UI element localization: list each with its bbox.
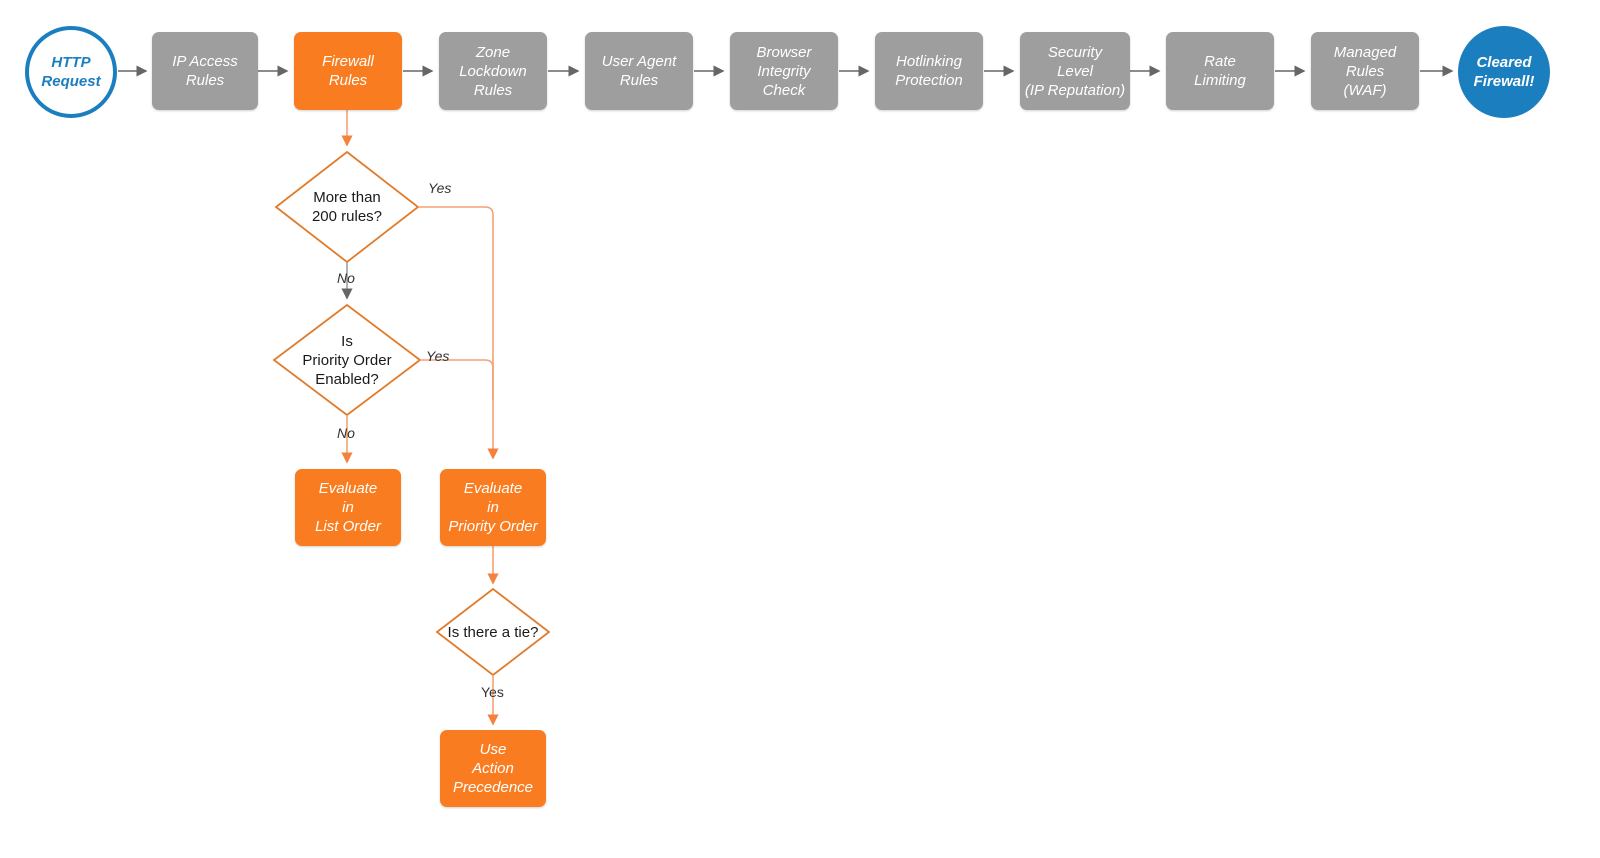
decision2-line-1: Is: [341, 332, 353, 350]
managed-rules-line-3: (WAF): [1343, 81, 1387, 99]
action-precedence-line-2: Action: [472, 760, 514, 777]
rate-limiting-line-1: Rate: [1204, 53, 1236, 70]
node-evaluate-in-list-order[interactable]: Evaluate in List Order: [295, 469, 401, 546]
edge-label-priority-order-no: No: [337, 425, 355, 441]
browser-integrity-line-3: Check: [762, 81, 806, 99]
security-level-line-2: Level: [1057, 62, 1093, 80]
decision-priority-order-enabled-shape: [272, 303, 422, 417]
decision2-line-3: Enabled?: [315, 370, 379, 388]
node-hotlinking-protection[interactable]: Hotlinking Protection: [875, 32, 983, 110]
http-request-line-2: Request: [41, 73, 101, 90]
hotlinking-line-2: Protection: [895, 72, 963, 89]
node-browser-integrity-check[interactable]: Browser Integrity Check: [730, 32, 838, 110]
decision-is-there-a-tie-label[interactable]: Is there a tie?: [430, 620, 556, 644]
ip-access-rules-line-2: Rules: [185, 72, 225, 89]
node-ip-access-rules[interactable]: IP Access Rules: [152, 32, 258, 110]
priority-order-line-3: Priority Order: [448, 518, 538, 535]
browser-integrity-line-1: Browser: [756, 43, 812, 61]
decision3-line-1: Is there a tie?: [447, 623, 539, 641]
decision-more-than-200-rules-label[interactable]: More than 200 rules?: [287, 182, 407, 232]
user-agent-line-1: User Agent: [601, 53, 677, 70]
node-use-action-precedence[interactable]: Use Action Precedence: [440, 730, 546, 807]
node-managed-rules-waf[interactable]: Managed Rules (WAF): [1311, 32, 1419, 110]
node-user-agent-rules[interactable]: User Agent Rules: [585, 32, 693, 110]
decision-is-there-a-tie-shape: [435, 587, 551, 677]
ip-access-rules-line-1: IP Access: [172, 53, 238, 70]
node-zone-lockdown-rules[interactable]: Zone Lockdown Rules: [439, 32, 547, 110]
decision-priority-order-enabled-label[interactable]: Is Priority Order Enabled?: [282, 326, 412, 394]
action-precedence-line-3: Precedence: [452, 779, 534, 796]
list-order-line-2: in: [342, 499, 354, 516]
zone-lockdown-line-1: Zone: [475, 43, 511, 61]
managed-rules-line-2: Rules: [1345, 62, 1385, 80]
edge-label-priority-order-yes: Yes: [426, 348, 450, 364]
rate-limiting-line-2: Limiting: [1194, 72, 1246, 89]
user-agent-line-2: Rules: [619, 72, 659, 89]
decision1-line-2: 200 rules?: [311, 208, 383, 225]
node-rate-limiting[interactable]: Rate Limiting: [1166, 32, 1274, 110]
decision1-line-1: More than: [313, 189, 381, 206]
security-level-line-1: Security: [1047, 43, 1103, 61]
node-cleared-firewall[interactable]: Cleared Firewall!: [1458, 26, 1550, 118]
node-evaluate-in-priority-order[interactable]: Evaluate in Priority Order: [440, 469, 546, 546]
priority-order-line-2: in: [487, 499, 499, 516]
cleared-firewall-line-2: Firewall!: [1473, 73, 1535, 90]
list-order-line-1: Evaluate: [318, 480, 378, 497]
node-http-request[interactable]: HTTP Request: [25, 26, 117, 118]
firewall-rules-line-2: Rules: [328, 72, 368, 89]
http-request-line-1: HTTP: [51, 54, 91, 71]
node-firewall-rules[interactable]: Firewall Rules: [294, 32, 402, 110]
browser-integrity-line-2: Integrity: [757, 62, 811, 80]
zone-lockdown-line-2: Lockdown: [459, 62, 527, 80]
edge-label-more-than-200-no: No: [337, 270, 355, 286]
decision2-yes-connector: [420, 359, 494, 400]
node-security-level[interactable]: Security Level (IP Reputation): [1020, 32, 1130, 110]
firewall-rules-line-1: Firewall: [322, 53, 374, 70]
managed-rules-line-1: Managed: [1333, 43, 1397, 61]
decision1-yes-connector: [418, 206, 499, 460]
priority-order-line-1: Evaluate: [463, 480, 523, 497]
decision-more-than-200-rules-shape: [274, 150, 420, 264]
decision2-line-2: Priority Order: [302, 351, 392, 369]
list-order-line-3: List Order: [315, 518, 381, 535]
hotlinking-line-1: Hotlinking: [896, 53, 962, 70]
edge-label-tie-yes: Yes: [481, 684, 504, 700]
action-precedence-line-1: Use: [479, 741, 507, 758]
security-level-line-3: (IP Reputation): [1024, 81, 1126, 99]
cleared-firewall-line-1: Cleared: [1476, 54, 1532, 71]
zone-lockdown-line-3: Rules: [473, 81, 513, 99]
edge-label-more-than-200-yes: Yes: [428, 180, 452, 196]
